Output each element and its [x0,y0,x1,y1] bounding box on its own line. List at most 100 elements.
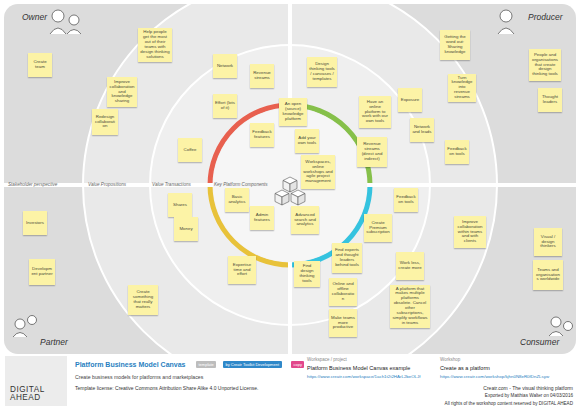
note-text: DIGITAL AHEAD [10,386,67,402]
stakeholder-label: Partner [40,338,68,347]
note-text: Feedback on tools [396,195,416,205]
person-sketch [15,319,25,329]
note-text: Redesign collaboration [94,115,116,130]
person-sketch [28,316,37,325]
sticky-note: Add your own tools [295,129,319,153]
cube-icon [283,177,297,192]
sticky-note: Network [213,54,237,78]
sticky-note: A platform that makes multiple platforms… [390,285,430,328]
person-sketch [69,15,79,25]
note-text: Work less, create more [398,261,422,271]
person-sketch [549,332,563,337]
footer-text: Creatr.com - The visual thinking platfor… [483,386,573,391]
footer-text: Platform Business Model Canvas example [307,366,410,372]
note-text: Create Premium subscription [366,221,390,236]
note-text: Teams and organisations worldwide [535,268,561,283]
ring-label: Value Transactions [152,183,191,188]
note-text: Turn knowledge into revenue streams [450,76,474,101]
sticky-note: Admin features [250,206,274,230]
sticky-note: Advanced search and analytics [291,206,319,234]
sticky-note: Turn knowledge into revenue streams [448,74,476,103]
sticky-note: Teams and organisations worldwide [533,260,563,290]
note-text: Getting the word out: Sharing knowledge [442,35,468,55]
sticky-note: Coffee [178,138,202,162]
note-text: Advanced search and analytics [293,213,317,228]
person-sketch [500,10,512,22]
note-text: People and organisations that create des… [531,53,559,78]
sticky-note: Feedback on tools [394,188,418,212]
note-text: Network and leads [412,125,432,135]
sticky-note: Workspaces, online workshops and agile p… [301,155,335,189]
sticky-note: An open (source) knowledge platform [279,98,307,126]
value-proposition-ring [83,4,497,354]
footer-text: Workspace / project [307,358,347,363]
note-text: Network [215,64,235,69]
note-text: by Creatr Toolkit Development [226,363,280,367]
footer-text: Create as a platform [440,366,490,372]
note-text: Basic analytics [227,195,247,205]
note-text: Revenue streams [252,71,272,81]
note-text: Shares [170,203,190,208]
note-text: Have an online platform to work with our… [361,100,389,125]
ring-label: Key Platform Components [214,183,268,188]
sticky-note: Investors [23,211,47,235]
note-text: Money [176,227,196,232]
note-text: Help people get the most out of their te… [140,30,170,60]
stakeholder-label: Producer [528,13,563,22]
note-text: Visual / design thinkers [536,235,560,250]
sticky-note: Work less, create more [396,252,424,280]
note-text: Online and offline collaboration [331,282,355,302]
note-text: Add your own tools [297,136,317,146]
canvas-title: Platform Business Model Canvas [75,361,185,368]
footer-text: Exported by Matthias Walter on 04/03/201… [485,394,573,399]
sticky-note: Effort (lots of it) [213,94,237,118]
sticky-note: Getting the word out: Sharing knowledge [440,30,470,60]
sticky-note: Feedback on tools [445,140,469,164]
note-text: copy [294,363,302,367]
note-text: Effort (lots of it) [215,101,235,111]
note-text: Feedback on tools [447,147,467,157]
note-text: Expertise time and effort [230,263,254,278]
note-text: template [199,363,214,367]
sticky-note: Create team [28,53,52,77]
person-sketch [67,30,81,35]
stakeholder-label: Consumer [520,338,559,347]
sticky-note: Improve collaboration and knowledge shar… [107,77,137,107]
footer-text: Template license: Creative Commons Attri… [75,386,258,391]
sticky-note: Make teams more productive [329,309,357,337]
note-text: Create team [30,60,50,70]
footer-text: All rights of the workshop content reser… [445,402,573,407]
note-text: Feedback features [252,130,272,140]
logo-box: DIGITAL AHEAD [5,356,67,406]
sticky-note: Money [174,217,198,241]
sticky-note: Network and leads [410,118,434,142]
note-text: Design thinking tools / canvases / templ… [309,62,335,82]
sticky-note: Basic analytics [225,188,249,212]
note-text: Revenue streams (direct and indirect) [359,142,385,162]
cube-icon [275,190,289,205]
ring-label: Stakeholder perspective [8,183,57,188]
footer-text: https://www.creatr.com/workspace/1ach1t2… [307,375,420,379]
sticky-note: Redesign collaboration [92,109,118,135]
person-sketch [50,28,66,34]
note-text: Improve collaboration and knowledge shar… [109,80,135,105]
tag-badge: template [196,361,216,368]
sticky-note: Exposure [398,88,422,112]
stakeholder-label: Owner [22,13,47,22]
person-sketch [564,322,573,331]
sticky-note: Shares [168,193,192,217]
person-sketch [498,28,514,34]
sticky-note: Expertise time and effort [228,256,256,284]
note-text: Thought leaders [540,95,560,105]
note-text: Create something that really matters [130,290,156,310]
note-text: Admin features [252,213,272,223]
note-text: Find design thinking tools [296,264,318,284]
canvas-caption: Create business models for platforms and… [75,375,203,380]
footer-text: Workshop [440,358,460,363]
sticky-note: Revenue streams [250,64,274,88]
sticky-note: Visual / design thinkers [534,228,562,256]
note-text: Exposure [400,98,420,103]
note-text: Coffee [180,148,200,153]
sticky-note: Development partner [29,259,55,285]
